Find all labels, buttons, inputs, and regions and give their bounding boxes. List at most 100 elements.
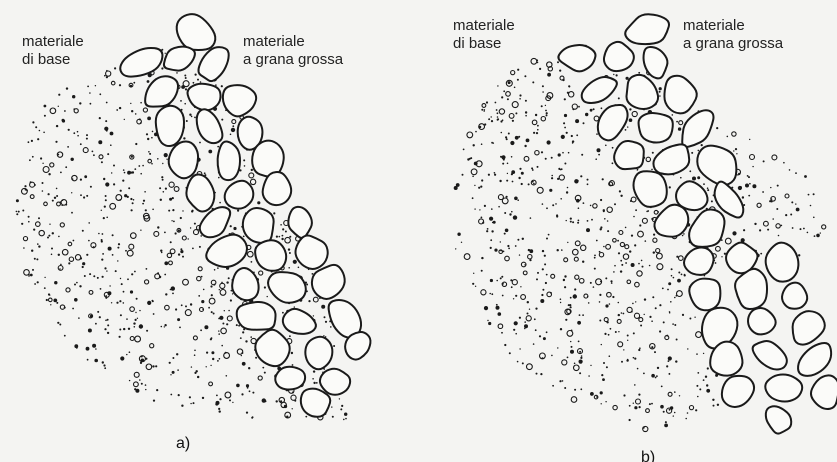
- grain-dot: [131, 156, 133, 158]
- grain-dot: [587, 296, 588, 297]
- grain-dot: [247, 387, 249, 389]
- grain-dot: [703, 353, 704, 354]
- grain-dot: [603, 362, 605, 364]
- grain-dot: [189, 396, 191, 398]
- grain-ring: [83, 148, 88, 153]
- grain-dot-large: [211, 351, 214, 354]
- grain-dot: [603, 210, 605, 212]
- grain-dot: [115, 270, 117, 272]
- grain-dot: [707, 187, 709, 189]
- grain-dot: [655, 307, 657, 309]
- grain-dot: [218, 408, 220, 410]
- grain-dot: [83, 196, 85, 198]
- grain-dot: [219, 358, 221, 360]
- grain-dot-large: [706, 389, 710, 393]
- grain-dot: [533, 343, 535, 345]
- grain-dot: [508, 133, 510, 135]
- grain-dot: [676, 295, 678, 297]
- grain-dot: [191, 366, 192, 367]
- grain-ring: [39, 230, 44, 235]
- grain-dot: [76, 282, 78, 284]
- grain-dot: [68, 129, 70, 131]
- grain-dot: [48, 235, 50, 237]
- grain-dot: [488, 118, 490, 120]
- grain-dot-large: [92, 344, 96, 348]
- grain-dot: [501, 332, 503, 334]
- grain-dot: [813, 217, 815, 219]
- grain-dot: [134, 168, 136, 170]
- grain-dot: [582, 261, 584, 263]
- grain-dot: [644, 298, 646, 300]
- grain-dot-large: [570, 350, 574, 354]
- grain-dot: [605, 277, 607, 279]
- grain-dot: [481, 179, 483, 181]
- grain-dot: [503, 90, 505, 92]
- grain-dot: [134, 326, 136, 328]
- grain-ring: [642, 218, 647, 223]
- grain-ring: [198, 267, 202, 271]
- grain-dot: [192, 248, 194, 250]
- grain-dot: [200, 235, 202, 237]
- grain-dot: [325, 321, 327, 323]
- grain-dot: [674, 412, 676, 414]
- grain-dot: [194, 350, 196, 352]
- grain-ring: [679, 121, 683, 125]
- grain-dot: [502, 283, 504, 285]
- grain-dot-large: [171, 286, 175, 290]
- grain-dot: [507, 98, 509, 100]
- grain-dot: [219, 289, 220, 290]
- grain-dot: [555, 203, 557, 205]
- grain-dot: [517, 79, 519, 81]
- grain-dot: [255, 357, 257, 359]
- grain-dot: [135, 143, 137, 145]
- grain-dot: [517, 199, 519, 201]
- panel-a-coarse-material: [116, 8, 371, 421]
- grain-dot: [120, 190, 122, 192]
- grain-dot: [620, 195, 622, 197]
- grain-dot: [107, 153, 109, 155]
- grain-dot: [241, 393, 243, 395]
- grain-dot: [527, 313, 529, 315]
- grain-dot: [58, 236, 60, 238]
- grain-dot: [564, 387, 566, 389]
- panel-b-coarse-label-line1: materiale: [683, 17, 745, 34]
- grain-dot: [71, 212, 73, 214]
- grain-dot: [86, 138, 88, 140]
- grain-dot: [56, 125, 58, 127]
- grain-dot: [24, 185, 26, 187]
- grain-dot: [218, 177, 220, 179]
- grain-dot-large: [590, 109, 593, 112]
- grain-dot: [195, 74, 197, 76]
- grain-dot: [707, 189, 709, 191]
- grain-dot: [679, 395, 680, 396]
- grain-dot: [678, 272, 680, 274]
- grain-dot: [155, 365, 157, 367]
- grain-dot: [770, 187, 771, 188]
- grain-dot: [703, 379, 705, 381]
- grain-dot: [282, 228, 284, 230]
- grain-dot: [44, 287, 46, 289]
- grain-dot-large: [454, 186, 458, 190]
- grain-dot: [109, 285, 110, 286]
- grain-dot: [601, 344, 602, 345]
- grain-dot-large: [678, 127, 681, 130]
- grain-dot: [733, 150, 734, 151]
- grain-dot: [130, 198, 132, 200]
- grain-ring: [221, 328, 227, 334]
- grain-dot: [515, 333, 517, 335]
- grain-dot: [609, 303, 611, 305]
- panel-b-base-label-line2: di base: [453, 35, 501, 52]
- grain-dot: [87, 359, 89, 361]
- grain-dot: [106, 76, 108, 78]
- grain-dot: [43, 132, 45, 134]
- grain-dot-large: [98, 140, 102, 144]
- grain-dot: [111, 302, 112, 303]
- grain-dot: [631, 235, 633, 237]
- grain-dot: [642, 266, 644, 268]
- grain-dot: [118, 243, 120, 245]
- grain-dot: [331, 406, 332, 407]
- grain-dot: [496, 304, 498, 306]
- grain-dot: [58, 106, 59, 107]
- grain-dot: [73, 240, 75, 242]
- grain-dot: [107, 319, 109, 321]
